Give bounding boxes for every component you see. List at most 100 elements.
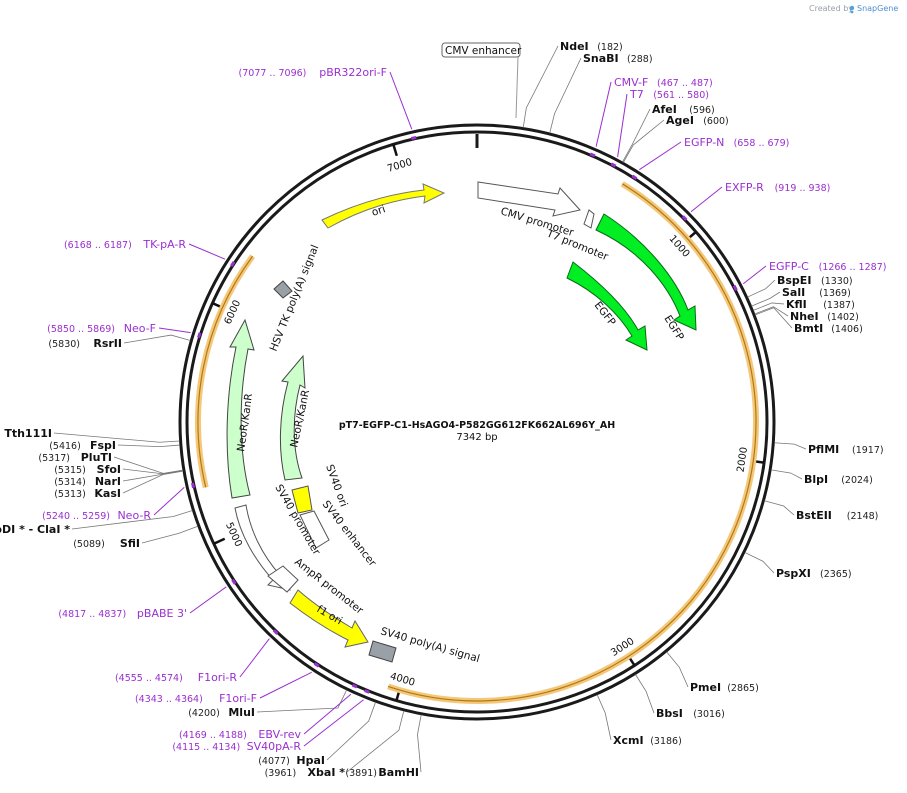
primer-egfp-c[interactable]: EGFP-C (1266 .. 1287): [732, 260, 887, 291]
site-bbsi[interactable]: BbsI(3016): [635, 674, 725, 720]
svg-text:(5314): (5314): [54, 477, 86, 488]
primer-ebv-rev[interactable]: EBV-rev (4169 .. 4188): [179, 683, 358, 741]
primer-f1ori-f[interactable]: F1ori-F(4343 .. 4364): [135, 662, 320, 705]
primer-annotations: CMV-F(467 .. 487)T7(561 .. 580)EGFP-N (65…: [42, 66, 886, 753]
svg-text:AfeI: AfeI: [652, 103, 677, 116]
svg-text:(600): (600): [703, 116, 729, 127]
site-sfoi[interactable]: SfoI(5315): [54, 463, 184, 476]
primer-pbabe-3-[interactable]: pBABE 3'(4817 .. 4837): [58, 578, 237, 620]
svg-text:EBV-rev: EBV-rev: [258, 728, 301, 741]
site-afei[interactable]: AfeI (596): [622, 103, 715, 163]
site-xcmi[interactable]: XcmI(3186): [596, 694, 682, 747]
svg-text:pBR322ori-F: pBR322ori-F: [319, 66, 387, 79]
site-nhei[interactable]: NheI(1402): [754, 306, 859, 323]
svg-text:(2148): (2148): [847, 511, 879, 522]
site-bspdi-clai-[interactable]: BspDI * - ClaI *(5154): [0, 510, 193, 536]
hsv-tk-polya-box: [273, 280, 293, 299]
tick-mark: [213, 537, 226, 545]
svg-text:PflFI - Tth111I: PflFI - Tth111I: [0, 427, 52, 440]
svg-text:(6168 .. 6187): (6168 .. 6187): [64, 240, 132, 251]
svg-text:BspEI: BspEI: [777, 274, 811, 287]
svg-text:Neo-F: Neo-F: [124, 322, 156, 335]
svg-text:NdeI: NdeI: [560, 40, 589, 53]
svg-text:(1369): (1369): [819, 288, 851, 299]
svg-text:(4200): (4200): [188, 708, 220, 719]
site-pmei[interactable]: PmeI(2865): [666, 651, 759, 694]
svg-text:(4169 .. 4188): (4169 .. 4188): [179, 730, 247, 741]
svg-text:(3961): (3961): [265, 768, 297, 779]
primer-t7[interactable]: T7(561 .. 580): [610, 88, 709, 168]
primer-egfp-n[interactable]: EGFP-N (658 .. 679): [631, 136, 790, 180]
svg-text:(3016): (3016): [693, 709, 725, 720]
plasmid-name: pT7-EGFP-C1-HsAGO4-P582GG612FK662AL696Y_…: [339, 420, 615, 431]
restriction-sites: NdeI(182)SnaBI(288)AfeI (596)AgeI(600) Bsp…: [0, 40, 884, 779]
svg-text:SfiI: SfiI: [120, 537, 140, 550]
site-pspxi[interactable]: PspXI(2365): [744, 552, 852, 580]
svg-text:(561 .. 580): (561 .. 580): [653, 90, 709, 101]
svg-text:(4555 .. 4574): (4555 .. 4574): [115, 673, 183, 684]
site-snabi[interactable]: SnaBI(288): [549, 52, 653, 134]
svg-text:SV40pA-R: SV40pA-R: [247, 740, 302, 753]
svg-text:EGFP-C: EGFP-C: [769, 260, 809, 273]
svg-text:(5240 .. 5259): (5240 .. 5259): [42, 511, 110, 522]
sv40-polya-box: [368, 640, 397, 663]
site-pflfi-tth111i[interactable]: PflFI - Tth111I(5432): [0, 427, 180, 443]
svg-text:(5317): (5317): [38, 453, 70, 464]
site-kfli[interactable]: KflI(1387): [753, 298, 855, 311]
tick-label: 2000: [736, 446, 750, 473]
svg-text:(4115 .. 4134): (4115 .. 4134): [172, 742, 240, 753]
svg-text:NheI: NheI: [790, 310, 819, 323]
svg-text:EXFP-R: EXFP-R: [725, 181, 764, 194]
primer-neo-f[interactable]: Neo-F (5850 .. 5869): [47, 322, 202, 339]
brand-text: SnapGene: [857, 4, 898, 13]
site-xbai-[interactable]: XbaI *(3961): [265, 710, 405, 779]
primer-tk-pa-r[interactable]: TK-pA-R(6168 .. 6187): [64, 238, 236, 267]
site-ndei[interactable]: NdeI(182): [522, 40, 623, 128]
primer-f1ori-r[interactable]: F1ori-R (4555 .. 4574): [115, 629, 279, 684]
ori-arrow: [321, 183, 446, 229]
site-rsrii[interactable]: RsrII(5830): [48, 334, 191, 350]
site-mlui[interactable]: MluI(4200): [188, 689, 348, 719]
primer-cmv-f[interactable]: CMV-F(467 .. 487): [589, 76, 713, 158]
svg-text:F1ori-R: F1ori-R: [198, 671, 238, 684]
feature-label-ori: ori: [370, 203, 387, 219]
svg-text:PluTI: PluTI: [81, 451, 112, 464]
svg-text:(2024): (2024): [841, 475, 873, 486]
neor-arrow-outer: [226, 318, 255, 499]
svg-text:(3891): (3891): [345, 768, 377, 779]
tick-mark: [392, 143, 398, 157]
svg-text:(288): (288): [627, 54, 653, 65]
site-blpi[interactable]: BlpI(2024): [771, 469, 873, 486]
site-sali[interactable]: SalI(1369): [751, 286, 851, 307]
site-pluti[interactable]: PluTI (5317): [38, 451, 183, 474]
primer-exfp-r[interactable]: EXFP-R(919 .. 938): [681, 181, 831, 221]
svg-text:BamHI: BamHI: [378, 766, 419, 779]
snapgene-icon: [849, 5, 855, 14]
neor-arrow-inner: [279, 354, 306, 481]
svg-text:(596): (596): [689, 105, 715, 116]
feature-label-hsv-tk-polya: HSV TK poly(A) signal: [268, 243, 322, 353]
site-sfii[interactable]: SfiI(5089): [73, 525, 198, 550]
site-hpai[interactable]: HpaI(4077): [258, 702, 376, 767]
f1-ori-arrow: [289, 589, 369, 648]
ampr-promoter-arrow: [267, 565, 299, 593]
svg-text:PflMI: PflMI: [808, 443, 839, 456]
svg-text:(658 .. 679): (658 .. 679): [734, 138, 790, 149]
site-bsteii[interactable]: BstEII(2148): [764, 500, 879, 522]
site-pflmi[interactable]: PflMI(1917): [774, 442, 884, 456]
svg-text:EGFP-N: EGFP-N: [684, 136, 724, 149]
site-bamhi[interactable]: BamHI(3891): [345, 714, 422, 779]
primer-neo-r[interactable]: Neo-R(5240 .. 5259): [42, 482, 195, 522]
backbone: [178, 123, 776, 721]
svg-text:(1266 .. 1287): (1266 .. 1287): [819, 262, 887, 273]
primer-pbr322ori-f[interactable]: pBR322ori-F(7077 .. 7096): [239, 66, 417, 140]
primer-sv40pa-r[interactable]: SV40pA-R (4115 .. 4134): [172, 689, 370, 753]
svg-text:(5850 .. 5869): (5850 .. 5869): [47, 324, 115, 335]
svg-text:RsrII: RsrII: [93, 337, 122, 350]
svg-text:(3186): (3186): [650, 736, 682, 747]
site-bspei[interactable]: BspEI(1330): [747, 274, 853, 298]
site-agei[interactable]: AgeI(600): [623, 114, 729, 163]
site-bmti[interactable]: BmtI(1406): [754, 307, 863, 335]
site-fspi[interactable]: FspI(5416): [49, 439, 180, 452]
